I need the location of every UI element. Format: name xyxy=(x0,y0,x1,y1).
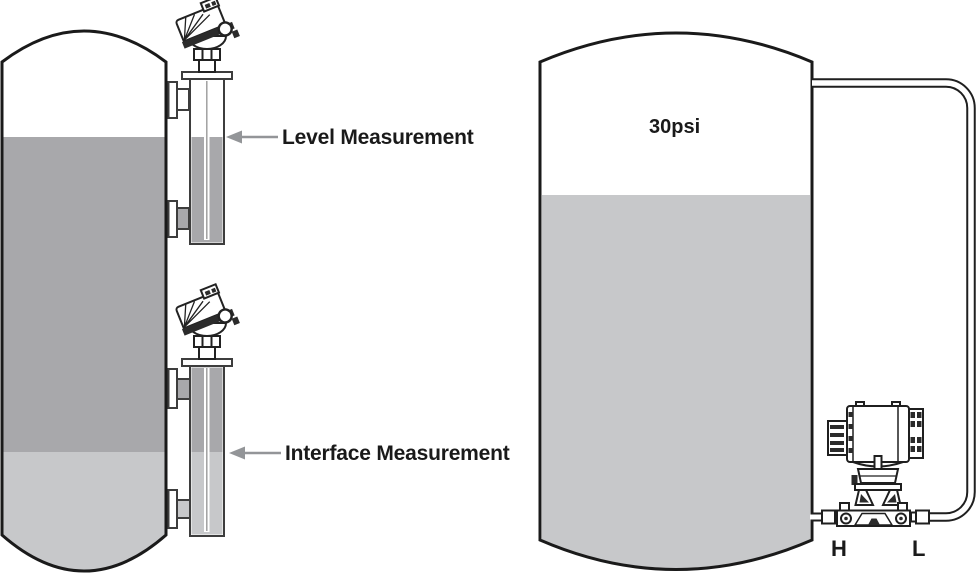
level-measurement-label: Level Measurement xyxy=(282,126,474,149)
interface-callout-arrow xyxy=(229,446,281,460)
left-tank-upper-liquid xyxy=(3,137,165,452)
level-transmitter-head xyxy=(169,0,242,74)
level-callout-arrow xyxy=(226,130,278,144)
level-bypass-chamber xyxy=(167,71,233,245)
low-side-impulse-pipe xyxy=(812,78,976,522)
interface-transmitter-head xyxy=(169,280,242,361)
high-side-label: H xyxy=(831,536,847,561)
right-tank-outline xyxy=(538,31,814,571)
low-side-label: L xyxy=(912,536,926,561)
interface-measurement-label: Interface Measurement xyxy=(285,442,510,465)
interface-bypass-chamber xyxy=(167,358,233,537)
right-tank-liquid xyxy=(542,195,810,568)
right-tank-diagram xyxy=(538,31,976,571)
tank-pressure-label: 30psi xyxy=(649,116,701,138)
dp-transmitter xyxy=(827,401,924,527)
left-tank-outline xyxy=(0,29,168,573)
left-tank-diagram xyxy=(0,0,281,573)
left-tank-lower-liquid xyxy=(3,452,165,570)
